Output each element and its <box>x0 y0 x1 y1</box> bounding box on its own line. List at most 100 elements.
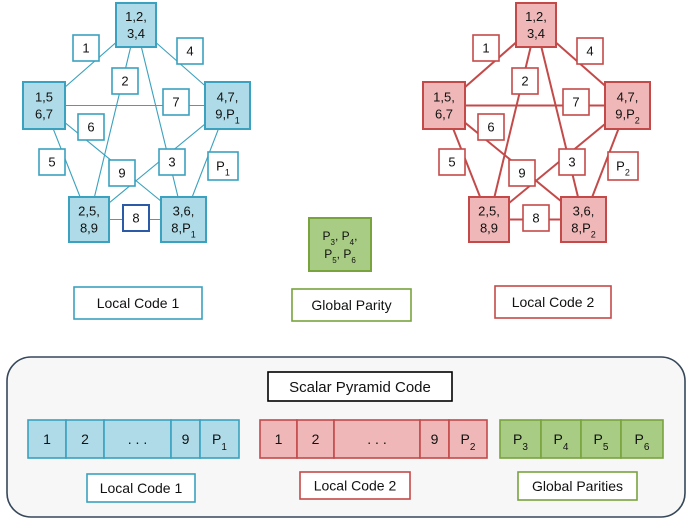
edge-label-box <box>38 148 66 176</box>
edge-label-box <box>77 113 105 141</box>
pyramid-local-2-cell-label: 9 <box>431 431 439 447</box>
edge-label-box <box>207 151 239 181</box>
pyramid-local-1-cell <box>65 419 105 459</box>
pyramid-local-1-cell <box>199 419 240 459</box>
pyramid-global-caption: Global Parities <box>532 478 623 494</box>
global-parity-label: P5, P6 <box>324 247 356 265</box>
edge-label: 5 <box>448 155 455 170</box>
edge-label: 3 <box>168 155 175 170</box>
edge-label-box <box>477 113 505 141</box>
edge-label: 8 <box>532 211 539 226</box>
node-label-left: 6,7 <box>435 107 453 122</box>
node-label-br: 3,6, <box>573 204 595 219</box>
graph-edge-top-br <box>135 24 185 220</box>
graph-edge-top-bl <box>88 24 137 220</box>
edge-label: 9 <box>118 166 125 181</box>
node-box-br <box>160 196 207 243</box>
edge-label: 6 <box>487 120 494 135</box>
edge-label-box <box>511 67 539 95</box>
node-label-bl: 2,5, <box>78 204 100 219</box>
node-label-bl: 2,5, <box>478 204 500 219</box>
pyramid-local-2-cell-label: 1 <box>275 431 283 447</box>
edge-label: 9 <box>518 166 525 181</box>
node-box-right <box>204 81 251 130</box>
edge-label-box <box>562 88 590 116</box>
pyramid-local-2-cell-label: P2 <box>461 431 476 453</box>
node-label-top: 1,2, <box>525 9 547 24</box>
node-label-top: 1,2, <box>125 9 147 24</box>
edge-label-box <box>472 34 500 62</box>
graph-edge-top-br <box>535 24 585 220</box>
node-label-left: 1,5, <box>433 90 455 105</box>
edge-label: 1 <box>82 41 89 56</box>
edge-label: 5 <box>48 155 55 170</box>
pyramid-local-2-cell <box>296 419 335 459</box>
node-label-bl: 8,9 <box>480 221 498 236</box>
edge-label-box <box>508 159 536 187</box>
graph-edge-top-bl <box>488 24 537 220</box>
pyramid-global-caption-box <box>517 471 638 501</box>
pyramid-global-cell <box>580 419 622 459</box>
edge-label: P2 <box>616 159 630 178</box>
edge-label: 1 <box>482 41 489 56</box>
edge-label: 8 <box>132 211 139 226</box>
edge-label-box <box>558 148 586 176</box>
local-code-1-caption: Local Code 1 <box>97 295 180 311</box>
edge-label: 7 <box>572 95 579 110</box>
node-box-bl <box>468 196 510 243</box>
edge-label-box <box>522 204 550 232</box>
node-box-left <box>22 81 66 130</box>
node-box-bl <box>68 196 110 243</box>
edge-label-box <box>122 204 150 232</box>
pyramid-local-2-cell <box>448 419 488 459</box>
pyramid-local-2-cell <box>333 419 421 459</box>
node-label-top: 3,4 <box>127 26 145 41</box>
global-parity-caption-box <box>291 288 412 322</box>
edge-label-box <box>162 88 190 116</box>
local-code-2-caption: Local Code 2 <box>512 294 595 310</box>
pyramid-local-1-cell-label: 2 <box>81 431 89 447</box>
pyramid-global-cell-label: P3 <box>513 431 528 453</box>
node-label-top: 3,4 <box>527 26 545 41</box>
node-label-left: 1,5 <box>35 90 53 105</box>
edge-label-box <box>176 37 204 65</box>
panel-title-box <box>267 371 453 402</box>
local-code-2-caption-box <box>494 285 612 319</box>
node-box-top <box>515 2 557 48</box>
pyramid-local-1-caption-box <box>86 473 196 503</box>
pyramid-global-cell-label: P5 <box>594 431 609 453</box>
edge-label: 4 <box>586 44 593 59</box>
node-box-left <box>422 81 466 130</box>
pyramid-local-2-caption-box <box>299 471 411 500</box>
pyramid-local-1-cell <box>103 419 172 459</box>
pyramid-local-2-cell-label: 2 <box>312 431 320 447</box>
local-code-1-caption-box <box>73 286 203 320</box>
pyramid-global-cell-label: P6 <box>635 431 650 453</box>
edge-label-box <box>158 148 186 176</box>
pyramid-local-1-cell-label: . . . <box>128 431 147 447</box>
node-label-right: 4,7, <box>217 90 239 105</box>
pyramid-local-1-cell <box>27 419 67 459</box>
global-parity-label: P3, P4, <box>323 229 358 247</box>
edge-label-box <box>607 151 639 181</box>
edge-label: 7 <box>172 95 179 110</box>
edge-label-box <box>108 159 136 187</box>
node-label-right: 9,P1 <box>215 107 240 126</box>
panel-title: Scalar Pyramid Code <box>289 379 431 396</box>
edge-label: 3 <box>568 155 575 170</box>
edge-label-box <box>576 37 604 65</box>
node-label-br: 8,P1 <box>171 221 196 240</box>
pyramid-local-1-cell-label: 1 <box>43 431 51 447</box>
edge-label: 4 <box>186 44 193 59</box>
edge-label-box <box>72 34 100 62</box>
edge-label-box <box>438 148 466 176</box>
node-box-right <box>604 81 651 130</box>
edge-label-box <box>111 67 139 95</box>
pyramid-local-1-cell-label: 9 <box>182 431 190 447</box>
global-parity-caption: Global Parity <box>311 297 391 313</box>
node-label-br: 8,P2 <box>571 221 596 240</box>
edge-label: 6 <box>87 120 94 135</box>
